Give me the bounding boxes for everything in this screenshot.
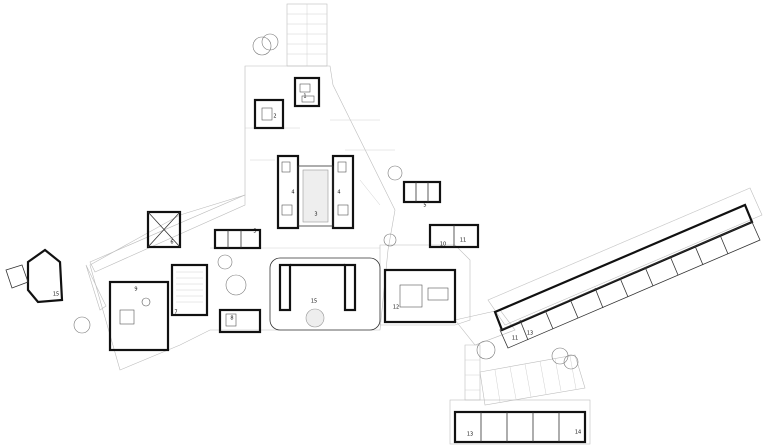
room-label-14: 14 — [575, 430, 581, 436]
room-label-4b: 4 — [337, 190, 340, 196]
room-label-11a: 11 — [460, 238, 466, 244]
room-label-12: 12 — [393, 305, 399, 311]
room-label-8: 8 — [230, 316, 233, 322]
room-label-3: 3 — [314, 212, 317, 218]
building-12 — [383, 268, 457, 324]
building-2 — [253, 98, 285, 130]
room-label-15a: 15 — [311, 299, 317, 305]
guest-rooms-diagonal — [493, 203, 761, 349]
guest-rooms-row — [453, 410, 587, 444]
site-paving — [85, 3, 763, 445]
room-label-11b: 11 — [512, 336, 518, 342]
room-label-13b: 13 — [467, 432, 473, 438]
building-9 — [108, 280, 170, 352]
building-15 — [269, 257, 381, 331]
building-3-4 — [276, 154, 355, 230]
room-label-1: 1 — [303, 94, 306, 100]
room-label-2: 2 — [273, 114, 276, 120]
building-5-right — [402, 180, 442, 204]
building-15-outlier — [5, 248, 64, 304]
room-label-5a: 5 — [253, 229, 256, 235]
building-6 — [146, 210, 182, 249]
room-label-13a: 13 — [527, 331, 533, 337]
room-label-5b: 5 — [423, 203, 426, 209]
room-label-7: 7 — [174, 310, 177, 316]
room-label-10: 10 — [440, 242, 446, 248]
trees — [73, 33, 579, 370]
room-label-6: 6 — [170, 240, 173, 246]
building-1 — [293, 76, 321, 108]
room-label-9: 9 — [134, 287, 137, 293]
building-8 — [218, 308, 262, 334]
building-7 — [170, 263, 209, 317]
room-labels: 1 2 3 4 4 5 5 6 7 8 9 10 11 11 12 13 13 … — [53, 94, 581, 438]
room-label-4a: 4 — [291, 190, 294, 196]
building-5-left — [213, 228, 262, 250]
room-label-15b: 15 — [53, 292, 59, 298]
building-10-11 — [428, 223, 480, 249]
